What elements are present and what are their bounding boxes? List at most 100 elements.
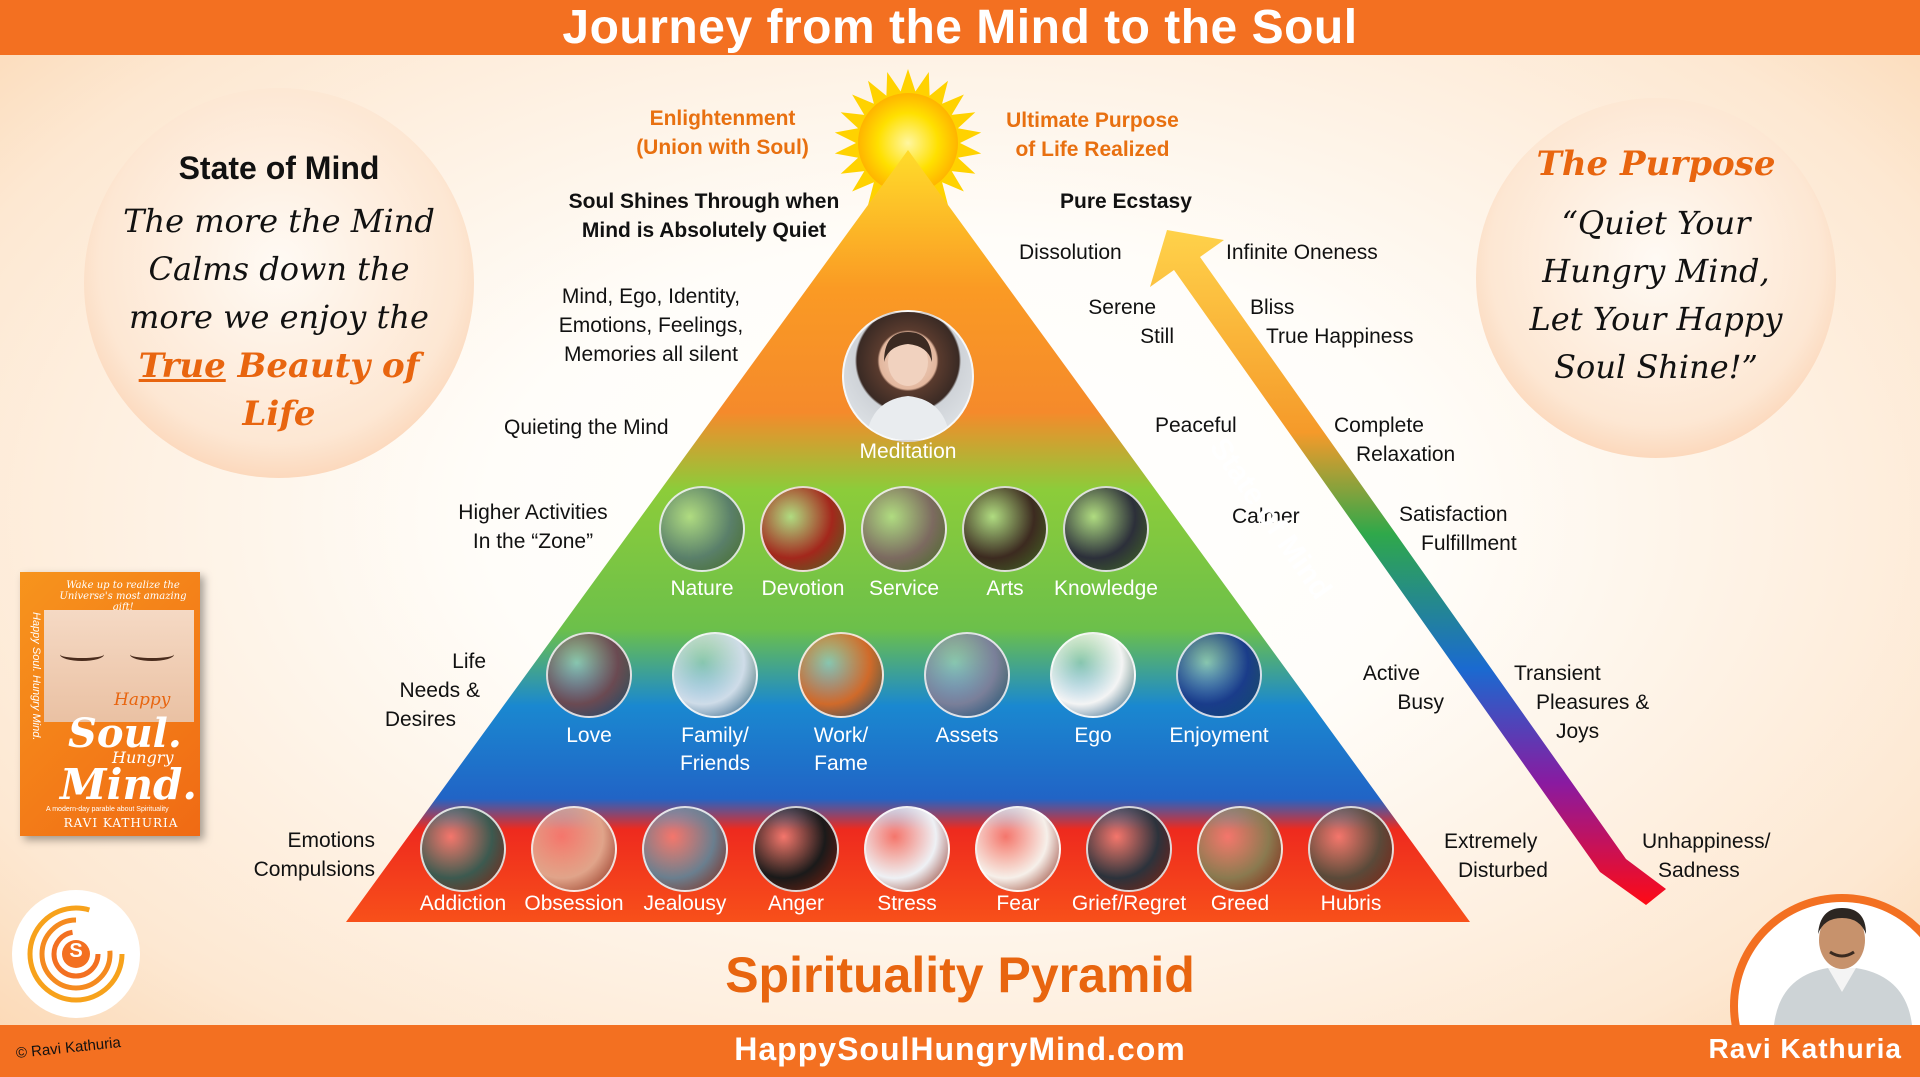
label-line: Arts	[986, 577, 1024, 600]
emotions-tier-image	[753, 806, 839, 892]
author-name: Ravi Kathuria	[1708, 1033, 1902, 1064]
label-line: Grief/Regret	[1071, 892, 1187, 915]
label-line: Universe's most amazing gift!	[59, 591, 187, 613]
label-line: Service	[868, 577, 940, 600]
state-of-mind-bubble: State of Mind The more the Mind Calms do…	[84, 88, 474, 478]
bubble-highlight-life: Life	[242, 394, 316, 434]
transient-label: Transient Pleasures & Joys	[1514, 659, 1649, 746]
emotions-tier-label: Addiction	[388, 890, 538, 918]
book-title-soul: Soul.	[68, 710, 182, 757]
label-line: Jealousy	[643, 892, 727, 915]
soul-shines-label: Soul Shines Through when Mind is Absolut…	[560, 187, 848, 245]
zone-tier-image	[760, 486, 846, 572]
label-line: True Happiness	[1266, 325, 1414, 348]
needs-tier-label: Enjoyment	[1144, 722, 1294, 750]
needs-tier-label: Love	[514, 722, 664, 750]
highlight-true: True	[138, 346, 226, 386]
label-line: Needs &	[399, 679, 480, 702]
emotions-tier-image	[1308, 806, 1394, 892]
author-photo-icon	[1730, 894, 1920, 1025]
peaceful-label: Peaceful	[1155, 414, 1237, 437]
zone-tier-label: Service	[829, 575, 979, 603]
label-line: Stress	[877, 892, 937, 915]
label-line: Fear	[996, 892, 1040, 915]
book-title-hungry: Hungry	[112, 748, 174, 767]
label-line: In the “Zone”	[472, 530, 594, 553]
zone-tier-image	[962, 486, 1048, 572]
book-title-mind: Mind.	[60, 760, 197, 809]
label-line: Disturbed	[1458, 859, 1548, 882]
emotions-tier-label: Stress	[832, 890, 982, 918]
purpose-line: “Quiet Your	[1561, 204, 1751, 242]
zone-tier-label: Knowledge	[1031, 575, 1181, 603]
needs-tier-image	[798, 632, 884, 718]
label-line: Serene	[1088, 296, 1156, 319]
label-line: Ego	[1074, 724, 1112, 747]
emotions-tier-image	[975, 806, 1061, 892]
logo-letter: S	[69, 940, 83, 962]
needs-tier-image	[924, 632, 1010, 718]
label-line: Complete	[1334, 414, 1424, 437]
zone-tier-label: Nature	[627, 575, 777, 603]
zone-tier-image	[659, 486, 745, 572]
higher-activities-label: Higher Activities In the “Zone”	[448, 498, 618, 556]
label-line: Fulfillment	[1421, 532, 1517, 555]
label-line: Ultimate Purpose	[1006, 109, 1179, 132]
state-of-mind-arrow	[1150, 230, 1666, 905]
emotions-tier-image	[1086, 806, 1172, 892]
sun-icon	[834, 69, 982, 217]
website-link[interactable]: HappySoulHungryMind.com	[734, 1031, 1186, 1067]
label-line: Obsession	[524, 892, 624, 915]
bubble-line: more we enjoy the	[129, 298, 429, 336]
label-line: Anger	[767, 892, 825, 915]
label-line: Pleasures &	[1536, 691, 1650, 714]
book-author: RAVI KATHURIA	[63, 816, 179, 830]
zone-tier-image	[861, 486, 947, 572]
label-line: of Life Realized	[1015, 138, 1170, 161]
book-spine: Happy Soul. Hungry Mind.	[30, 612, 42, 741]
needs-tier-label: Work/Fame	[766, 722, 916, 778]
label-line: Compulsions	[253, 858, 375, 881]
book-title-happy: Happy	[114, 690, 171, 710]
label-line: Higher Activities	[458, 501, 608, 524]
pure-ecstasy-label: Pure Ecstasy	[1060, 190, 1192, 213]
label-line: Emotions, Feelings,	[558, 314, 744, 337]
bubble-highlight: True Beauty of	[84, 346, 474, 386]
bubble-title: State of Mind	[178, 150, 380, 186]
emotions-tier-image	[531, 806, 617, 892]
label-line: Memories all silent	[564, 343, 738, 366]
label-line: Life	[452, 650, 486, 673]
complete-relaxation-label: Complete Relaxation	[1334, 411, 1455, 469]
book-cover[interactable]: Happy Soul. Hungry Mind. Wake up to real…	[20, 572, 200, 836]
pyramid-subtitle: Spirituality Pyramid	[725, 947, 1195, 1003]
infinite-oneness-label: Infinite Oneness	[1226, 241, 1378, 264]
label-line: Sadness	[1658, 859, 1740, 882]
label-line: Joys	[1556, 720, 1600, 743]
extremely-disturbed-label: Extremely Disturbed	[1444, 827, 1548, 885]
label-line: Work/	[813, 724, 869, 747]
eye-icon	[130, 648, 174, 661]
label-line: Desires	[384, 708, 456, 731]
purpose-bubble: The Purpose “Quiet Your Hungry Mind, Let…	[1476, 98, 1836, 458]
label-line: Bliss	[1250, 296, 1295, 319]
author-portrait	[1730, 880, 1920, 1025]
needs-tier-image	[546, 632, 632, 718]
book-tagline: Wake up to realize the Universe's most a…	[48, 580, 198, 613]
label-line: Satisfaction	[1399, 503, 1508, 526]
page-title: Journey from the Mind to the Soul	[562, 1, 1358, 54]
brand-logo[interactable]: S	[12, 890, 140, 1018]
zone-tier-image	[1063, 486, 1149, 572]
book-face-image: Happy	[44, 610, 194, 722]
label-line: Transient	[1514, 662, 1601, 685]
bubble-line: Calms down the	[148, 250, 410, 288]
label-line: Enjoyment	[1169, 724, 1269, 747]
label-line: Relaxation	[1356, 443, 1456, 466]
highlight-beauty: Beauty of	[237, 346, 420, 386]
spiral-logo-icon	[27, 905, 125, 1003]
label-line: Mind is Absolutely Quiet	[581, 219, 827, 242]
needs-tier-label: Ego	[1018, 722, 1168, 750]
label-line: Love	[566, 724, 612, 747]
label-line: Busy	[1397, 691, 1444, 714]
bubble-line: The more the Mind	[123, 202, 435, 240]
label-line: Active	[1362, 662, 1420, 685]
